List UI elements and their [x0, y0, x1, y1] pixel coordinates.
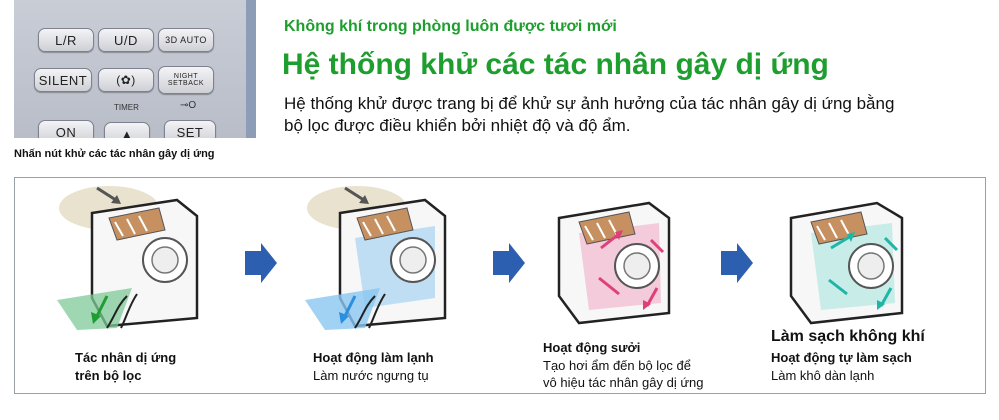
step-3-title: Hoạt động sưởi: [543, 340, 641, 355]
arrow-right-icon: [243, 243, 279, 288]
ac-unit-illustration-2: [305, 186, 447, 330]
description: Hệ thống khử được trang bị để khử sự ảnh…: [284, 93, 984, 137]
remote-control-photo: L/R U/D 3D AUTO SILENT (✿) NIGHT SETBACK…: [14, 0, 256, 138]
arrow-right-icon: [491, 243, 527, 288]
arrow-right-icon: [719, 243, 755, 288]
remote-caption: Nhấn nút khử các tác nhân gây dị ứng: [14, 148, 215, 160]
process-diagram: Tác nhân dị ứng trên bộ lọc Hoạt động là…: [14, 177, 986, 394]
subtitle: Không khí trong phòng luôn được tươi mới: [284, 18, 617, 35]
step-self-clean-unit: [767, 178, 957, 338]
step-4-sub: Làm khô dàn lạnh: [771, 368, 875, 383]
step-heating-unit: [539, 178, 729, 338]
step-4-title: Hoạt động tự làm sạch: [771, 350, 912, 365]
description-line-2: bộ lọc được điều khiển bởi nhiệt độ và đ…: [284, 116, 631, 135]
step-4-heading: Làm sạch không khí: [771, 328, 925, 345]
step-3-sub-line-1: Tạo hơi ẩm đến bộ lọc để: [543, 358, 692, 373]
setback-label: SETBACK: [167, 80, 205, 87]
lr-button: L/R: [38, 28, 94, 52]
ac-unit-illustration-3: [557, 201, 671, 325]
set-button: SET: [164, 120, 216, 138]
3d-auto-button: 3D AUTO: [158, 28, 214, 52]
ac-unit-illustration-1: [57, 186, 199, 330]
allergen-button: (✿): [98, 68, 154, 92]
description-line-1: Hệ thống khử được trang bị để khử sự ảnh…: [284, 94, 895, 113]
page-title: Hệ thống khử các tác nhân gây dị ứng: [282, 48, 829, 81]
allergen-icon: (✿): [116, 73, 136, 87]
step-3-sub-line-2: vô hiệu tác nhân gây dị ứng: [543, 375, 704, 390]
timer-label: TIMER: [114, 103, 139, 112]
step-allergen-unit: [37, 178, 227, 338]
key-icon: ⊸O: [180, 100, 197, 111]
step-2-title: Hoạt động làm lạnh: [313, 350, 434, 365]
night-setback-button: NIGHT SETBACK: [158, 66, 214, 94]
step-cooling-unit: [285, 178, 475, 338]
ac-unit-illustration-4: [789, 201, 904, 325]
step-2-sub: Làm nước ngưng tụ: [313, 368, 429, 383]
up-button: ▲: [104, 122, 150, 138]
ud-button: U/D: [98, 28, 154, 52]
silent-button: SILENT: [34, 68, 92, 92]
night-label: NIGHT: [173, 73, 199, 80]
step-1-title-line-2: trên bộ lọc: [75, 368, 142, 383]
on-button: ON: [38, 120, 94, 138]
step-1-title-line-1: Tác nhân dị ứng: [75, 350, 177, 365]
